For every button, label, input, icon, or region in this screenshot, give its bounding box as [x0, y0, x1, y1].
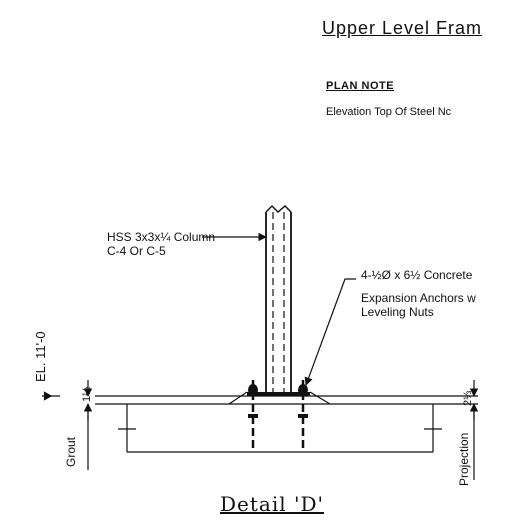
plan-note-heading: PLAN NOTE: [326, 80, 395, 92]
right-dimension-label: 2⅓: [462, 390, 474, 406]
column-callout-line2: C-4 Or C-5: [107, 244, 166, 258]
elevation-label: EL. 11'-0: [33, 331, 48, 382]
detail-title: Detail 'D': [220, 492, 325, 516]
left-dimension-label: 1½: [81, 386, 93, 402]
column-callout-line1: HSS 3x3x¼ Column: [107, 230, 216, 244]
anchor-bolts: [248, 380, 308, 450]
base-plate: [228, 391, 331, 405]
anchor-callout-line3: Leveling Nuts: [361, 305, 434, 319]
elevation-marker: [42, 391, 60, 401]
projection-label: Projection: [457, 432, 471, 486]
dimension-marks: [83, 380, 479, 480]
anchor-leader: [304, 278, 356, 386]
anchor-callout-line2: Expansion Anchors w: [361, 291, 476, 305]
hss-column: [265, 205, 292, 393]
plan-note-text: Elevation Top Of Steel Nc: [326, 106, 452, 118]
concrete-slab-lines: [95, 395, 478, 453]
grout-label: Grout: [64, 436, 78, 467]
sheet-title: Upper Level Fram: [322, 18, 483, 38]
anchor-callout-line1: 4-½Ø x 6½ Concrete: [361, 268, 473, 282]
